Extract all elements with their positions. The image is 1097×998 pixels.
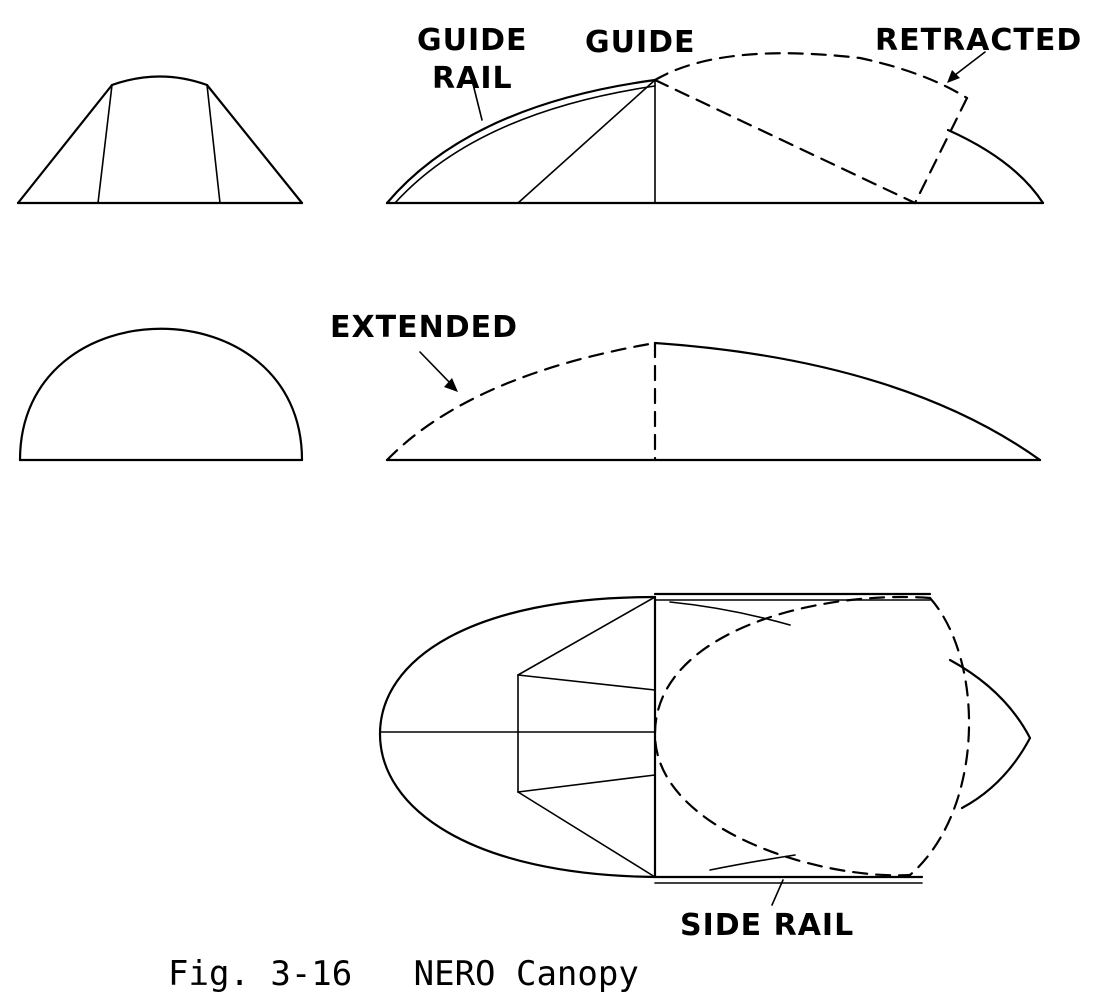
label-guide-rail-line1: GUIDE <box>417 23 528 58</box>
extended-leader <box>419 351 453 386</box>
label-extended: EXTENDED <box>330 310 518 345</box>
figure-caption: Fig. 3-16 NERO Canopy <box>168 954 639 994</box>
guide-rail-leader <box>469 71 483 121</box>
side-rail-leader <box>771 879 784 906</box>
plan-view <box>378 592 1032 906</box>
side-view-extended <box>385 341 1042 462</box>
front-view-extended <box>18 327 304 462</box>
label-side-rail: SIDE RAIL <box>680 908 854 943</box>
label-guide-rail-line2: RAIL <box>432 61 513 96</box>
label-retracted: RETRACTED <box>875 23 1082 58</box>
label-guide: GUIDE <box>585 25 696 60</box>
side-view-retracted <box>385 51 1045 205</box>
front-view-retracted <box>16 75 304 205</box>
retracted-leader <box>954 51 986 76</box>
